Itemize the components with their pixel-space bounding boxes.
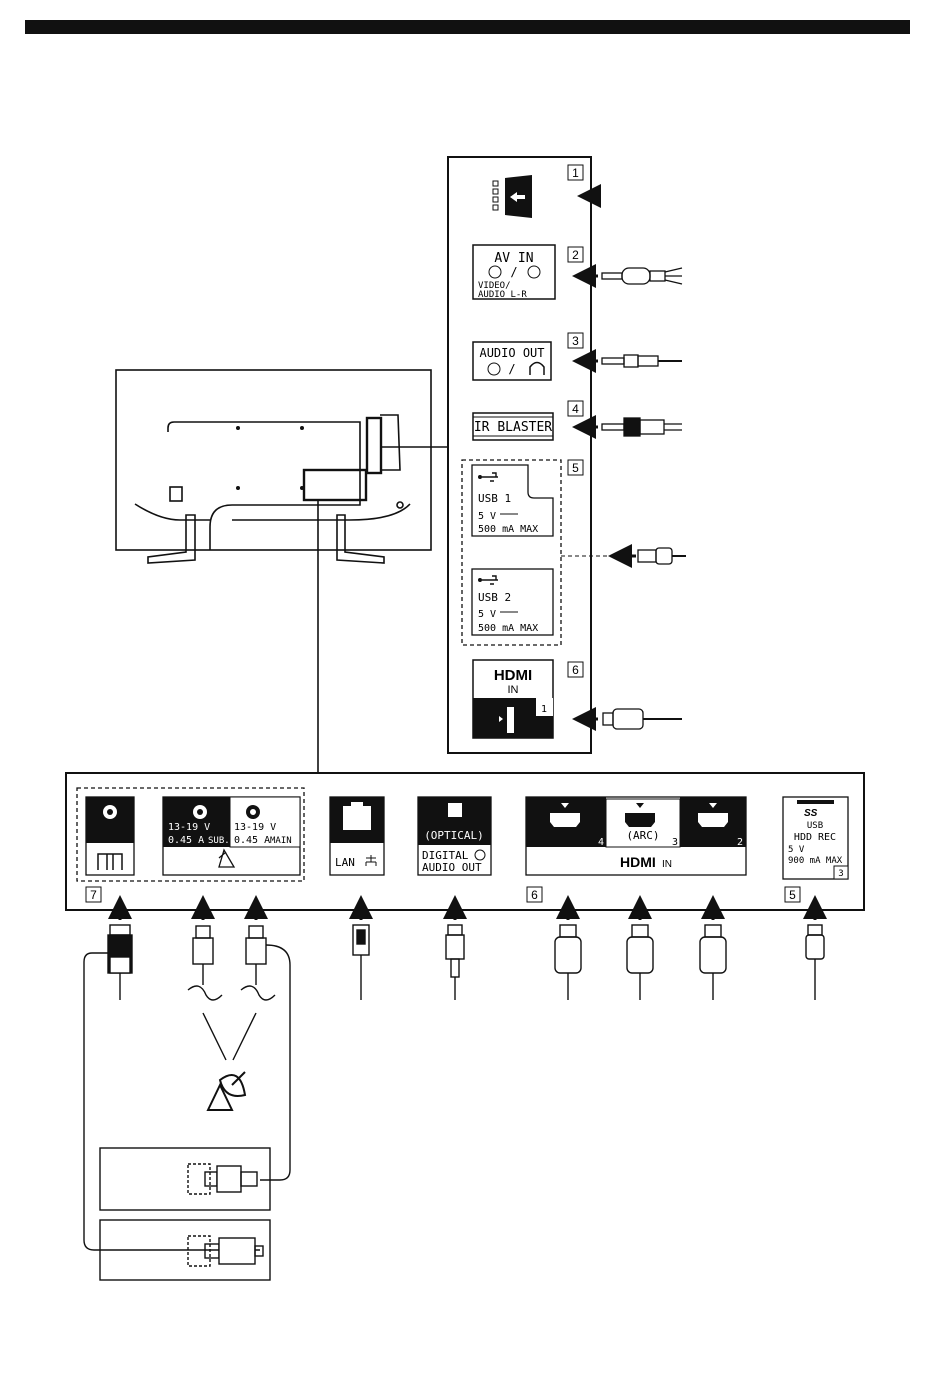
svg-text:3: 3: [838, 869, 843, 879]
usb1-v: 5 V: [478, 511, 496, 522]
audio-out-label: AUDIO OUT: [422, 861, 482, 874]
side-num-1: 1: [572, 166, 579, 180]
hdmi-arc-label: (ARC): [626, 829, 659, 842]
satellite-sub-port[interactable]: 13-19 V 0.45 A SUB. 13-19 V 0.45 A MAIN: [163, 797, 300, 875]
sat-main-a: 0.45 A: [234, 835, 270, 846]
lan-label: LAN: [335, 856, 355, 869]
optical-audio-out-port[interactable]: (OPTICAL) DIGITAL AUDIO OUT: [418, 797, 491, 875]
av-in-port[interactable]: 2 AV IN / VIDEO/ AUDIO L-R: [473, 245, 682, 300]
usb2-v: 5 V: [478, 609, 496, 620]
av-in-title: AV IN: [494, 251, 533, 266]
sat-main-lbl: MAIN: [270, 836, 292, 846]
usb-hdd-label: HDD REC: [794, 832, 836, 843]
side-num-3: 3: [572, 334, 579, 348]
ir-blaster-port[interactable]: 4 IR BLASTER: [473, 401, 682, 440]
header-bar: [25, 20, 910, 34]
optical-label: (OPTICAL): [424, 829, 484, 842]
side-num-5: 5: [572, 461, 579, 475]
bottom-num-6: 6: [531, 888, 538, 902]
sat-sub-lbl: SUB.: [208, 836, 230, 846]
svg-text:1: 1: [541, 704, 547, 715]
usb1-label: USB 1: [478, 492, 511, 505]
sat-main-v: 13-19 V: [234, 822, 276, 833]
bottom-cables: [84, 901, 824, 1250]
connector-detail-boxes: [100, 1148, 270, 1280]
hdmi-in-bottom: IN: [662, 859, 672, 870]
hdmi-2-label: 2: [737, 837, 743, 848]
hdmi-4-label: 4: [598, 837, 604, 848]
bottom-num-7: 7: [90, 888, 97, 902]
av-in-sub2: AUDIO L-R: [478, 290, 527, 300]
hdmi-logo-bottom: HDMI: [620, 854, 656, 870]
audio-out-title: AUDIO OUT: [479, 346, 544, 360]
sat-sub-a: 0.45 A: [168, 835, 204, 846]
side-num-6: 6: [572, 663, 579, 677]
usb2-label: USB 2: [478, 591, 511, 604]
usb2-a: 500 mA MAX: [478, 623, 538, 634]
aerial-port[interactable]: [86, 797, 134, 875]
svg-text:/: /: [510, 265, 517, 279]
bottom-number-labels: 7 6 5: [86, 887, 800, 902]
input-indicator: 1: [493, 165, 598, 218]
svg-text:/: /: [508, 362, 515, 376]
usb1-a: 500 mA MAX: [478, 524, 538, 535]
usb-ports-group[interactable]: 5 USB 1 5 V 500 mA MAX USB 2 5 V 500 mA …: [462, 460, 686, 645]
hdmi-in-side-port[interactable]: 6 HDMI IN 1: [473, 660, 682, 738]
side-num-4: 4: [572, 402, 579, 416]
lan-port[interactable]: LAN: [330, 797, 384, 875]
usb-label: USB: [807, 821, 823, 831]
usb-a-label: 900 mA MAX: [788, 856, 843, 866]
sat-sub-v: 13-19 V: [168, 822, 210, 833]
tv-rear-illustration: [116, 370, 448, 773]
audio-out-port[interactable]: 3 AUDIO OUT /: [473, 333, 682, 380]
usb-hdd-rec-port[interactable]: SS USB HDD REC 5 V 900 mA MAX 3: [783, 797, 848, 879]
usb-v-label: 5 V: [788, 845, 805, 855]
hdmi-in-bottom-ports[interactable]: 4 (ARC) 3 2 HDMI IN: [526, 797, 746, 875]
hdmi-3-label: 3: [672, 837, 678, 848]
ir-blaster-label: IR BLASTER: [474, 420, 552, 435]
hdmi-in-label: IN: [508, 684, 519, 696]
bottom-num-5: 5: [789, 888, 796, 902]
side-num-2: 2: [572, 248, 579, 262]
usb-ss-label: SS: [804, 808, 818, 819]
hdmi-logo: HDMI: [494, 667, 532, 684]
